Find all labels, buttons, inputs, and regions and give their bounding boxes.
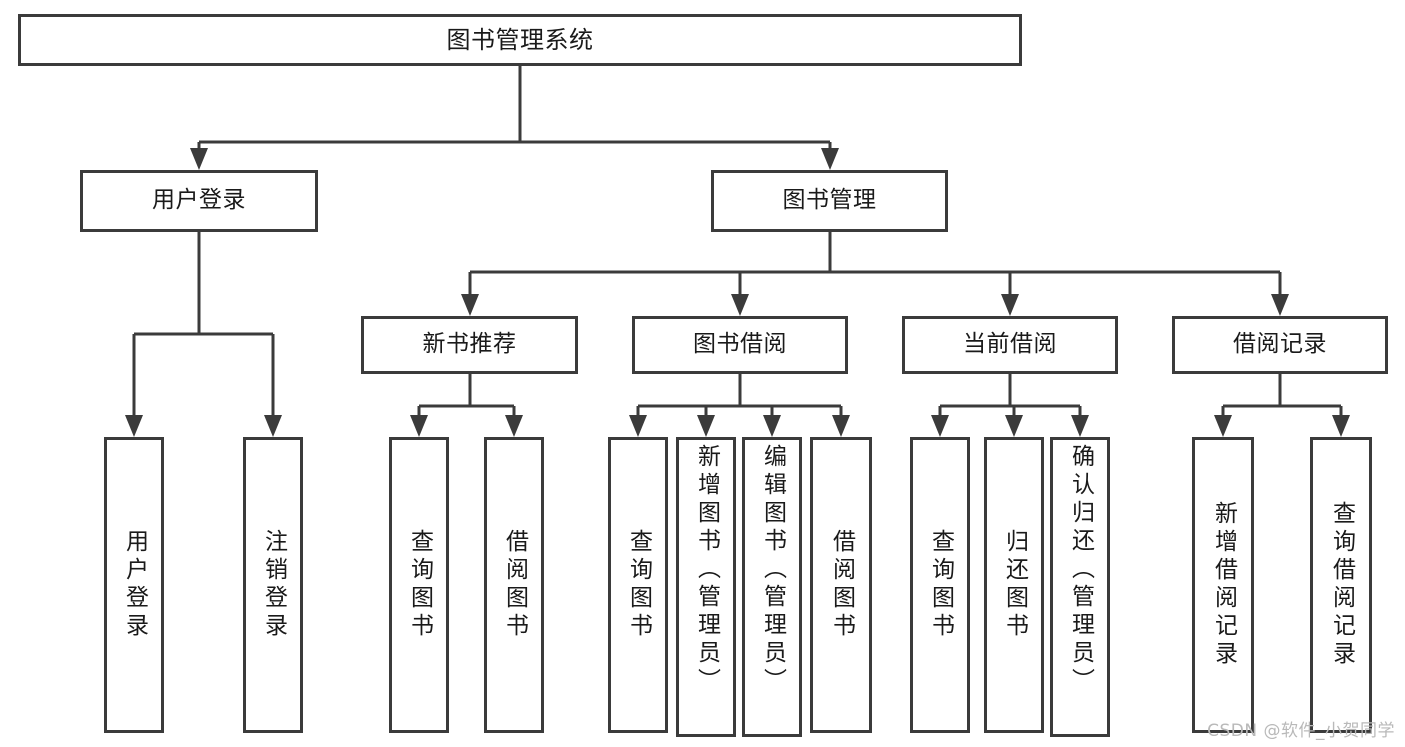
node-label: 确认归还（管理员） [1067,444,1094,696]
arrowhead-leaf-user-login [125,415,143,437]
node-label: 查询图书 [406,529,433,641]
node-leaf-confirm-return: 确认归还（管理员） [1050,437,1110,737]
node-label: 新书推荐 [422,331,517,358]
arrowhead-leaf-borrow-book-1 [505,415,523,437]
node-label: 新增借阅记录 [1210,501,1237,669]
node-leaf-query-book-2: 查询图书 [608,437,668,733]
node-leaf-user-login: 用户登录 [104,437,164,733]
arrowhead-borrow-record [1271,294,1289,316]
node-label: 查询借阅记录 [1328,501,1355,669]
node-label: 注销登录 [260,529,287,641]
arrowhead-new-book-rec [461,294,479,316]
node-leaf-query-book-1: 查询图书 [389,437,449,733]
node-label: 用户登录 [121,529,148,641]
node-label: 编辑图书（管理员） [759,444,786,696]
arrowhead-leaf-query-book-1 [410,415,428,437]
node-borrow-record: 借阅记录 [1172,316,1388,374]
node-leaf-edit-book: 编辑图书（管理员） [742,437,802,737]
arrowhead-book-borrow [731,294,749,316]
arrowhead-leaf-confirm-return [1071,415,1089,437]
node-label: 图书管理系统 [446,25,594,54]
node-label: 图书借阅 [693,331,787,358]
node-label: 借阅图书 [501,529,528,641]
arrowhead-leaf-add-book [697,415,715,437]
node-label: 查询图书 [927,529,954,641]
arrowhead-leaf-edit-book [763,415,781,437]
arrowhead-leaf-borrow-book-2 [832,415,850,437]
node-label: 借阅图书 [828,529,855,641]
node-label: 新增图书（管理员） [693,444,720,696]
arrowhead-leaf-query-record [1332,415,1350,437]
node-root: 图书管理系统 [18,14,1022,66]
node-label: 图书管理 [782,187,877,214]
node-leaf-logout: 注销登录 [243,437,303,733]
arrowhead-current-borrow [1001,294,1019,316]
node-leaf-query-record: 查询借阅记录 [1310,437,1372,733]
watermark-text: CSDN @软件_小贺同学 [1207,721,1395,741]
node-leaf-borrow-book-1: 借阅图书 [484,437,544,733]
node-new-book-rec: 新书推荐 [361,316,578,374]
node-leaf-add-record: 新增借阅记录 [1192,437,1254,733]
node-label: 借阅记录 [1233,331,1327,358]
node-leaf-add-book: 新增图书（管理员） [676,437,736,737]
arrowhead-leaf-add-record [1214,415,1232,437]
node-label: 用户登录 [152,187,246,214]
node-label: 归还图书 [1001,529,1028,641]
arrowhead-leaf-return-book [1005,415,1023,437]
arrowhead-leaf-logout [264,415,282,437]
node-user-login: 用户登录 [80,170,318,232]
arrowhead-user-login [190,148,208,170]
node-book-manage: 图书管理 [711,170,948,232]
arrowhead-book-manage [821,148,839,170]
node-leaf-borrow-book-2: 借阅图书 [810,437,872,733]
arrowhead-leaf-query-book-3 [931,415,949,437]
node-leaf-return-book: 归还图书 [984,437,1044,733]
node-label: 当前借阅 [963,331,1057,358]
node-label: 查询图书 [625,529,652,641]
arrowhead-leaf-query-book-2 [629,415,647,437]
node-current-borrow: 当前借阅 [902,316,1118,374]
node-leaf-query-book-3: 查询图书 [910,437,970,733]
node-book-borrow: 图书借阅 [632,316,848,374]
